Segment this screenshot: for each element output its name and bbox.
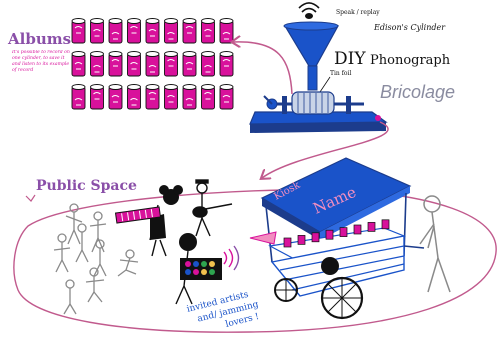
keyboard-musician (116, 185, 183, 256)
album-cylinder (72, 52, 85, 77)
album-cylinder (109, 19, 122, 44)
arrow-to-albums (233, 42, 292, 94)
sound-waves-icon (299, 3, 319, 19)
kiosk-record (340, 228, 347, 237)
kiosk-record (354, 225, 361, 234)
cart-pusher (420, 196, 450, 292)
kiosk-record (284, 238, 291, 247)
cart-wheel-small (275, 279, 297, 301)
sound-waves-icon (224, 246, 239, 270)
album-cylinder (128, 85, 141, 110)
phonograph-title-diy: DIY (334, 49, 366, 69)
album-cylinder (146, 52, 159, 77)
phonograph-subtitle: Bricolage (380, 82, 455, 102)
kiosk-record (368, 222, 375, 231)
tin-foil-label: Tin foil (330, 70, 351, 77)
album-cylinder (183, 19, 196, 44)
album-cylinder (91, 52, 104, 77)
guitar-musician (193, 180, 232, 236)
albums-section: Albums It's possible to record on one cy… (7, 19, 233, 110)
public-space-oval (14, 190, 496, 332)
pad-controller (180, 258, 222, 280)
kiosk-record (326, 230, 333, 239)
caption-group: invited artists and/ jamming lovers ! (186, 288, 263, 338)
cylinder-label: Edison's Cylinder (373, 23, 446, 32)
albums-note: It's possible to record on one cylinder,… (12, 50, 72, 74)
album-cylinder (220, 85, 233, 110)
cart-wheel-back (321, 257, 339, 275)
album-cylinder (109, 85, 122, 110)
albums-note-wrap: It's possible to record on one cylinder,… (12, 50, 72, 108)
speak-replay-label: Speak / replay (336, 9, 380, 16)
kiosk-record (312, 233, 319, 242)
phonograph-illustration: Speak / replay Edison's Cylinder Tin foi… (250, 3, 455, 133)
album-cylinder (165, 85, 178, 110)
kiosk-record (298, 235, 305, 244)
phonograph-title-main: Phonograph (370, 53, 451, 68)
kiosk-horn (250, 232, 276, 244)
album-cylinder (146, 19, 159, 44)
album-cylinder (202, 52, 215, 77)
album-cylinder (128, 19, 141, 44)
public-space-title: Public Space (36, 178, 137, 194)
album-cylinder (202, 85, 215, 110)
album-cylinder (202, 19, 215, 44)
album-cylinder (183, 85, 196, 110)
album-cylinder (72, 19, 85, 44)
albums-title: Albums (7, 30, 71, 48)
phonograph-horn (285, 26, 338, 66)
kiosk-cart: Kiosk Name (250, 158, 424, 318)
album-cylinder (183, 52, 196, 77)
album-cylinder (220, 19, 233, 44)
album-cylinder (146, 85, 159, 110)
album-cylinder (72, 85, 85, 110)
album-cylinder (165, 19, 178, 44)
album-cylinder (91, 19, 104, 44)
album-cylinder (128, 52, 141, 77)
kiosk-record (382, 220, 389, 229)
album-cylinder (109, 52, 122, 77)
album-cylinders-grid (72, 19, 233, 110)
album-cylinder (220, 52, 233, 77)
album-cylinder (165, 52, 178, 77)
cart-wheel-large (322, 278, 362, 318)
album-cylinder (91, 85, 104, 110)
